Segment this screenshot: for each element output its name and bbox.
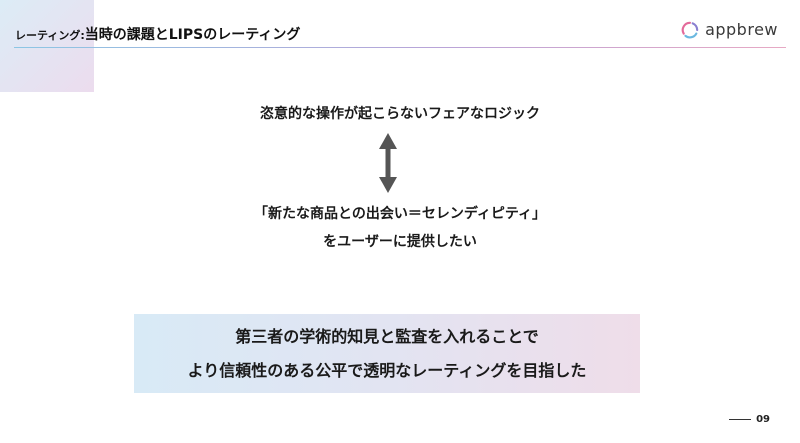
title-prefix: レーティング: <box>15 29 85 42</box>
double-arrow-icon <box>379 133 397 193</box>
appbrew-logo-icon <box>681 21 699 38</box>
statement-provide-users: をユーザーに提供したい <box>323 234 477 250</box>
highlight-box: 第三者の学術的知見と監査を入れることで より信頼性のある公平で透明なレーティング… <box>134 314 640 393</box>
page-indicator: 09 <box>729 414 770 425</box>
highlight-line-1: 第三者の学術的知見と監査を入れることで <box>235 327 539 346</box>
title-main: 当時の課題とLIPSのレーティング <box>84 27 301 43</box>
header-divider <box>14 47 786 48</box>
brand-name: appbrew <box>705 20 778 39</box>
highlight-line-2: より信頼性のある公平で透明なレーティングを目指した <box>187 361 587 380</box>
brand-logo: appbrew <box>681 20 778 39</box>
page-number: 09 <box>756 414 770 425</box>
page-title: レーティング:当時の課題とLIPSのレーティング <box>15 24 300 44</box>
corner-decoration <box>0 0 94 92</box>
statement-serendipity: 「新たな商品との出会い＝セレンディピティ」 <box>253 206 547 222</box>
page-dash <box>729 419 752 420</box>
statement-fair-logic: 恣意的な操作が起こらないフェアなロジック <box>260 106 540 122</box>
